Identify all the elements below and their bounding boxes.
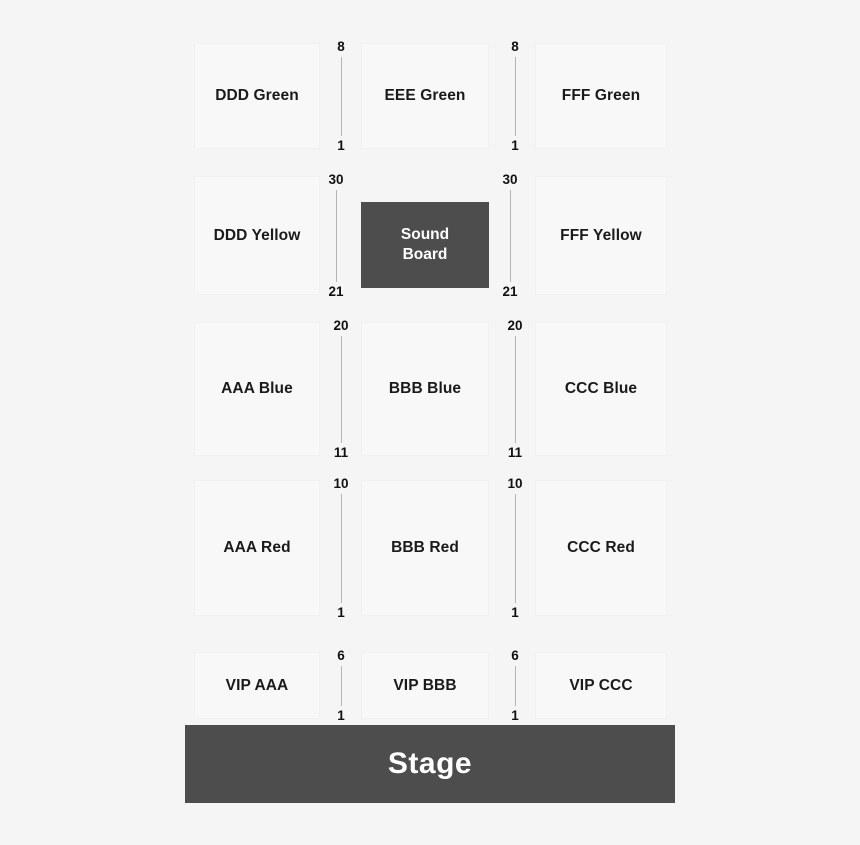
section-eee-green[interactable]: EEE Green xyxy=(361,43,489,149)
row-number-bottom: 1 xyxy=(337,137,345,153)
section-label: BBB Blue xyxy=(388,380,462,398)
row-marker-vip-left: 6 1 xyxy=(327,649,355,722)
row-tick-line xyxy=(340,335,342,443)
section-fff-green[interactable]: FFF Green xyxy=(535,43,667,149)
row-tick-line xyxy=(340,493,342,603)
section-label: DDD Yellow xyxy=(213,226,301,244)
section-vip-aaa[interactable]: VIP AAA xyxy=(194,652,320,719)
row-tick-line xyxy=(509,189,511,282)
section-label: BBB Red xyxy=(391,539,459,557)
section-label: CCC Red xyxy=(567,539,635,557)
row-marker-yellow-right: 30 21 xyxy=(496,173,524,298)
row-tick-line xyxy=(340,56,342,136)
row-number-top: 10 xyxy=(507,476,523,491)
row-tick-line xyxy=(340,665,342,706)
row-tick-line xyxy=(514,335,516,443)
section-label: DDD Green xyxy=(215,87,299,105)
sound-board-line1: Sound xyxy=(400,225,450,243)
row-number-top: 30 xyxy=(328,172,344,187)
row-marker-green-right: 8 1 xyxy=(501,40,529,152)
row-number-top: 10 xyxy=(333,476,349,491)
row-number-top: 8 xyxy=(337,39,345,54)
section-label: AAA Red xyxy=(223,539,291,557)
row-tick-line xyxy=(514,493,516,603)
row-number-top: 30 xyxy=(502,172,518,187)
section-bbb-red[interactable]: BBB Red xyxy=(361,480,489,616)
section-label: VIP BBB xyxy=(393,676,457,694)
sound-board-label: Sound Board xyxy=(401,225,449,265)
section-fff-yellow[interactable]: FFF Yellow xyxy=(535,176,667,295)
section-vip-ccc[interactable]: VIP CCC xyxy=(535,652,667,719)
row-marker-green-left: 8 1 xyxy=(327,40,355,152)
section-aaa-blue[interactable]: AAA Blue xyxy=(194,322,320,456)
sound-board[interactable]: Sound Board xyxy=(361,202,489,288)
row-number-top: 6 xyxy=(511,648,519,663)
section-label: EEE Green xyxy=(384,87,466,105)
row-number-bottom: 21 xyxy=(502,283,518,299)
section-aaa-red[interactable]: AAA Red xyxy=(194,480,320,616)
section-label: VIP AAA xyxy=(225,676,289,694)
section-label: CCC Blue xyxy=(564,380,638,398)
row-marker-vip-right: 6 1 xyxy=(501,649,529,722)
section-label: AAA Blue xyxy=(221,380,293,398)
row-number-bottom: 1 xyxy=(337,707,345,723)
row-number-bottom: 11 xyxy=(507,444,523,460)
row-marker-blue-left: 20 11 xyxy=(327,319,355,459)
row-number-bottom: 1 xyxy=(511,137,519,153)
row-marker-red-right: 10 1 xyxy=(501,477,529,619)
row-marker-blue-right: 20 11 xyxy=(501,319,529,459)
section-vip-bbb[interactable]: VIP BBB xyxy=(361,652,489,719)
section-bbb-blue[interactable]: BBB Blue xyxy=(361,322,489,456)
section-label: FFF Yellow xyxy=(560,226,642,244)
row-number-bottom: 1 xyxy=(337,604,345,620)
row-number-bottom: 1 xyxy=(511,604,519,620)
row-number-bottom: 21 xyxy=(328,283,344,299)
section-label: FFF Green xyxy=(561,87,641,105)
row-marker-yellow-left: 30 21 xyxy=(322,173,350,298)
row-number-top: 20 xyxy=(333,318,349,333)
sound-board-line2: Board xyxy=(402,246,448,263)
section-ccc-blue[interactable]: CCC Blue xyxy=(535,322,667,456)
row-tick-line xyxy=(335,189,337,282)
row-marker-red-left: 10 1 xyxy=(327,477,355,619)
row-number-top: 6 xyxy=(337,648,345,663)
row-number-top: 20 xyxy=(507,318,523,333)
section-label: VIP CCC xyxy=(569,676,633,694)
row-number-bottom: 11 xyxy=(333,444,349,460)
row-number-top: 8 xyxy=(511,39,519,54)
stage[interactable]: Stage xyxy=(185,725,675,803)
row-tick-line xyxy=(514,665,516,706)
stage-label: Stage xyxy=(387,747,473,780)
row-tick-line xyxy=(514,56,516,136)
section-ddd-yellow[interactable]: DDD Yellow xyxy=(194,176,320,295)
section-ddd-green[interactable]: DDD Green xyxy=(194,43,320,149)
row-number-bottom: 1 xyxy=(511,707,519,723)
section-ccc-red[interactable]: CCC Red xyxy=(535,480,667,616)
